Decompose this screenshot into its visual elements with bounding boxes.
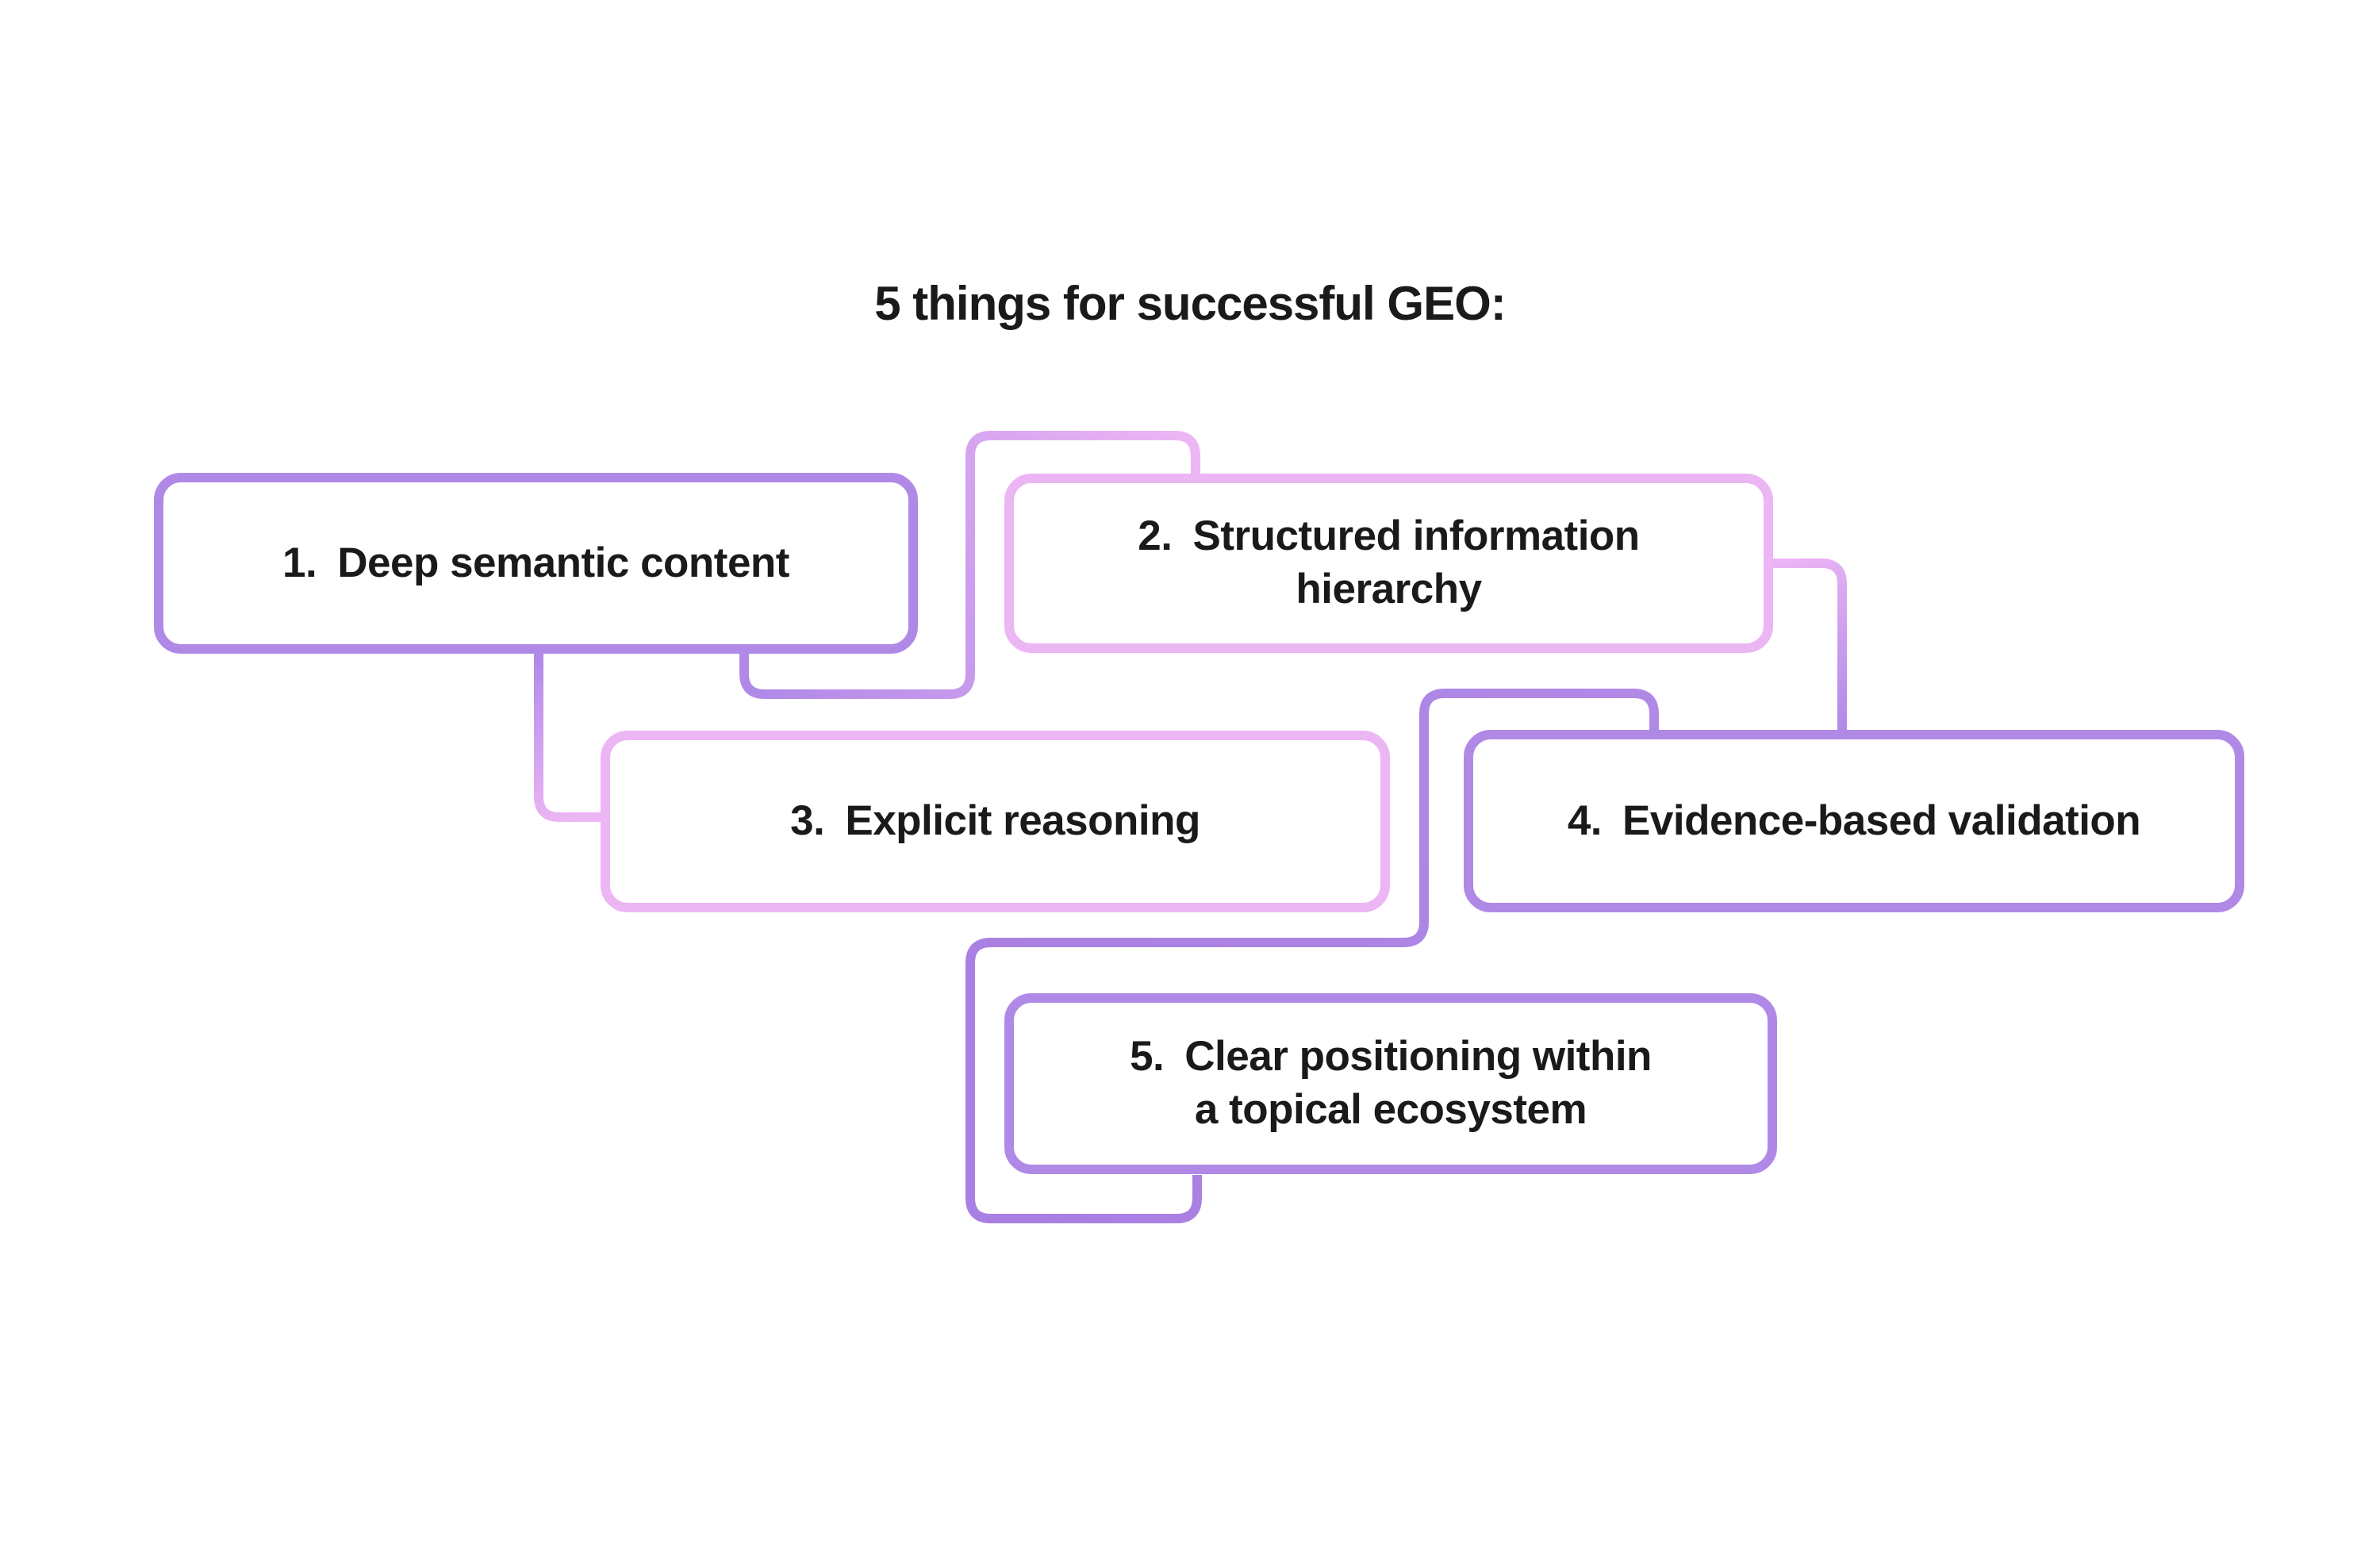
node-label-4: 4. Evidence-based validation <box>1567 797 2141 844</box>
node-label-1: 1. Deep semantic content <box>282 539 789 586</box>
node-box-2: 2. Structured information hierarchy <box>1004 474 1773 653</box>
connector-box4-box5 <box>965 689 1659 1223</box>
node-label-5: 5. Clear positioning within a topical ec… <box>1130 1033 1652 1133</box>
diagram-title: 5 things for successful GEO: <box>874 277 1507 330</box>
node-box-4: 4. Evidence-based validation <box>1464 730 2244 912</box>
connector-box2-box4 <box>1772 559 1847 731</box>
node-box-3: 3. Explicit reasoning <box>601 731 1390 912</box>
node-box-1: 1. Deep semantic content <box>154 473 918 654</box>
node-label-2: 2. Structured information hierarchy <box>1138 512 1640 612</box>
node-label-3: 3. Explicit reasoning <box>790 797 1200 845</box>
connector-box1-box2 <box>739 431 1200 699</box>
connector-box1-box3 <box>534 653 603 822</box>
node-box-5: 5. Clear positioning within a topical ec… <box>1004 993 1777 1174</box>
